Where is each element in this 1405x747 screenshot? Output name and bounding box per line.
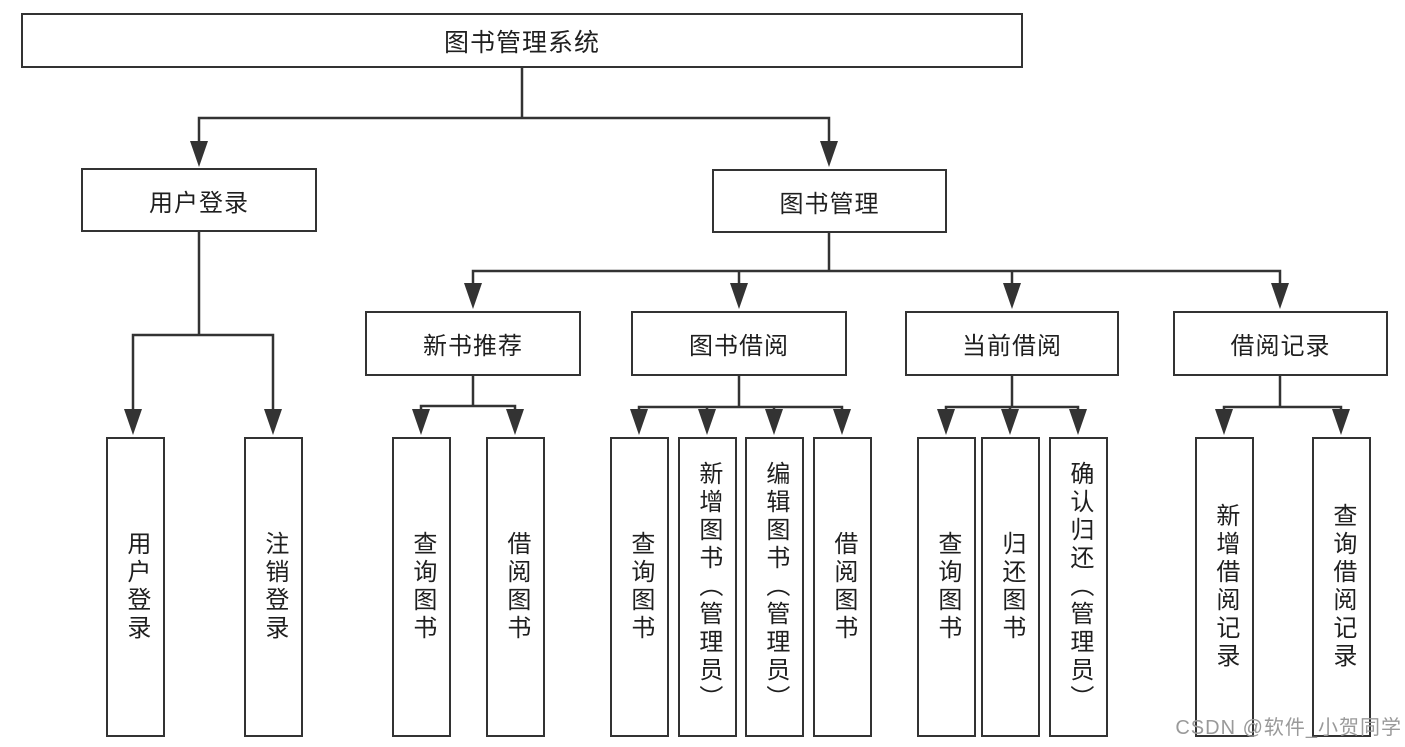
leaf-current-confirm-return-admin: 确认归还（管理员）	[1049, 437, 1108, 737]
leaf-label: 编辑图书（管理员）	[761, 461, 789, 713]
leaf-borrow-query-books: 查询图书	[610, 437, 669, 737]
leaf-borrow-borrow-books: 借阅图书	[813, 437, 872, 737]
leaf-label: 借阅图书	[502, 531, 530, 643]
leaf-user-login: 用户登录	[106, 437, 165, 737]
arrowheads	[124, 141, 1350, 435]
node-book-borrowing: 图书借阅	[631, 311, 847, 376]
leaf-records-add-record: 新增借阅记录	[1195, 437, 1254, 737]
leaf-borrow-edit-books-admin: 编辑图书（管理员）	[745, 437, 804, 737]
leaf-label: 借阅图书	[829, 531, 857, 643]
node-label: 借阅记录	[1230, 333, 1331, 360]
node-label: 图书借阅	[689, 333, 789, 360]
node-book-management: 图书管理	[712, 169, 947, 233]
leaf-label: 新增图书（管理员）	[694, 461, 722, 713]
leaf-label: 注销登录	[260, 531, 288, 643]
leaf-label: 查询借阅记录	[1328, 503, 1356, 671]
leaf-label: 查询图书	[408, 531, 436, 643]
leaf-recommend-query-books: 查询图书	[392, 437, 451, 737]
node-label: 新书推荐	[423, 333, 523, 360]
leaf-label: 归还图书	[997, 531, 1025, 643]
node-borrowing-records: 借阅记录	[1173, 311, 1388, 376]
leaf-label: 新增借阅记录	[1211, 503, 1239, 671]
node-new-book-recommendation: 新书推荐	[365, 311, 581, 376]
leaf-label: 确认归还（管理员）	[1065, 461, 1093, 713]
node-label: 当前借阅	[962, 333, 1062, 360]
leaf-recommend-borrow-books: 借阅图书	[486, 437, 545, 737]
node-label: 用户登录	[149, 189, 249, 217]
node-label: 图书管理	[779, 190, 880, 218]
node-current-borrowing: 当前借阅	[905, 311, 1119, 376]
leaf-current-return-books: 归还图书	[981, 437, 1040, 737]
node-label: 图书管理系统	[443, 28, 600, 57]
leaf-label: 用户登录	[122, 531, 150, 643]
node-user-login: 用户登录	[81, 168, 317, 232]
leaf-borrow-add-books-admin: 新增图书（管理员）	[678, 437, 737, 737]
leaf-label: 查询图书	[626, 531, 654, 643]
node-library-management-system: 图书管理系统	[21, 13, 1023, 68]
leaf-current-query-books: 查询图书	[917, 437, 976, 737]
csdn-watermark: CSDN @软件_小贺同学	[1175, 717, 1402, 739]
leaf-records-query-record: 查询借阅记录	[1312, 437, 1371, 737]
leaf-logout: 注销登录	[244, 437, 303, 737]
leaf-label: 查询图书	[933, 531, 961, 643]
